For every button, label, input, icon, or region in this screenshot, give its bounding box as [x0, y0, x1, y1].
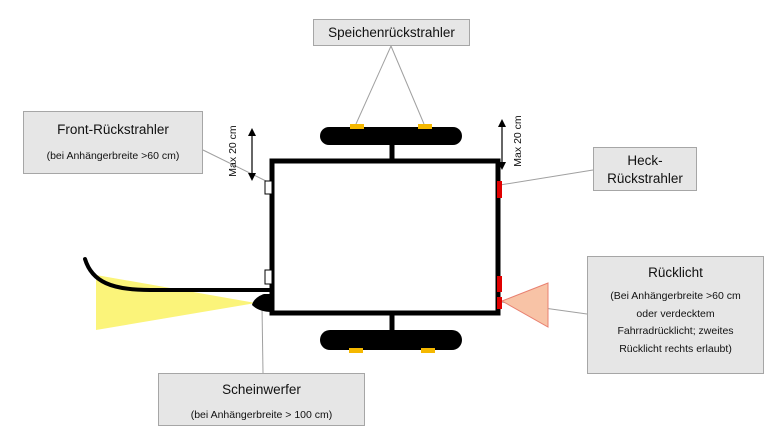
callout-rueck-line4: Rücklicht rechts erlaubt): [619, 342, 732, 355]
callout-rueck-line3: Fahrradrücklicht; zweites: [617, 325, 734, 337]
spoke-reflector-top-right: [418, 124, 432, 129]
headlight-beam: [96, 275, 256, 330]
callout-rueck-title: Rücklicht: [648, 265, 703, 280]
callout-front-rueckstrahler: Front-Rückstrahler (bei Anhängerbreite >…: [23, 111, 203, 174]
callout-scheinwerfer: Scheinwerfer (bei Anhängerbreite > 100 c…: [158, 373, 365, 426]
callout-heck-line1: Heck-: [627, 153, 663, 168]
front-reflector-lower: [264, 269, 273, 285]
front-reflector-upper: [264, 180, 273, 195]
trailer-frame: [269, 158, 501, 316]
rear-reflector-upper: [497, 181, 502, 198]
tail-light-beam: [500, 282, 549, 328]
callout-front-title: Front-Rückstrahler: [57, 122, 169, 137]
callout-ruecklicht: Rücklicht (Bei Anhängerbreite >60 cm ode…: [587, 256, 764, 374]
headlight: [252, 294, 272, 312]
callout-front-subtitle: (bei Anhängerbreite >60 cm): [46, 150, 180, 162]
dimension-arrow-right: [498, 119, 506, 170]
wheel-bottom: [320, 330, 462, 350]
callout-speichenrueckstrahler: Speichenrückstrahler: [313, 19, 470, 46]
leader-speiche-left: [355, 45, 392, 125]
callout-heck-line2: Rückstrahler: [607, 171, 683, 186]
leader-schein: [261, 305, 264, 374]
callout-schein-subtitle: (bei Anhängerbreite > 100 cm): [190, 409, 333, 421]
dimension-label-left: Max 20 cm: [227, 125, 239, 177]
wheel-top: [320, 127, 462, 145]
leader-heck: [499, 169, 594, 186]
callout-schein-title: Scheinwerfer: [222, 382, 301, 397]
dimension-arrow-left: [248, 128, 256, 181]
spoke-reflector-bottom-left: [349, 348, 363, 353]
leader-speiche-right: [390, 45, 425, 125]
callout-rueck-line2: oder verdecktem: [636, 307, 715, 320]
rear-reflector-lower: [497, 276, 502, 292]
callout-speiche-title: Speichenrückstrahler: [328, 25, 455, 40]
callout-rueck-line1: (Bei Anhängerbreite >60 cm: [610, 290, 741, 302]
leader-front: [202, 149, 267, 182]
spoke-reflector-top-left: [350, 124, 364, 129]
callout-heck-rueckstrahler: Heck- Rückstrahler: [593, 147, 697, 191]
dimension-label-right: Max 20 cm: [512, 115, 524, 167]
drawbar: [83, 257, 272, 292]
spoke-reflector-bottom-right: [421, 348, 435, 353]
tail-light: [497, 297, 502, 309]
